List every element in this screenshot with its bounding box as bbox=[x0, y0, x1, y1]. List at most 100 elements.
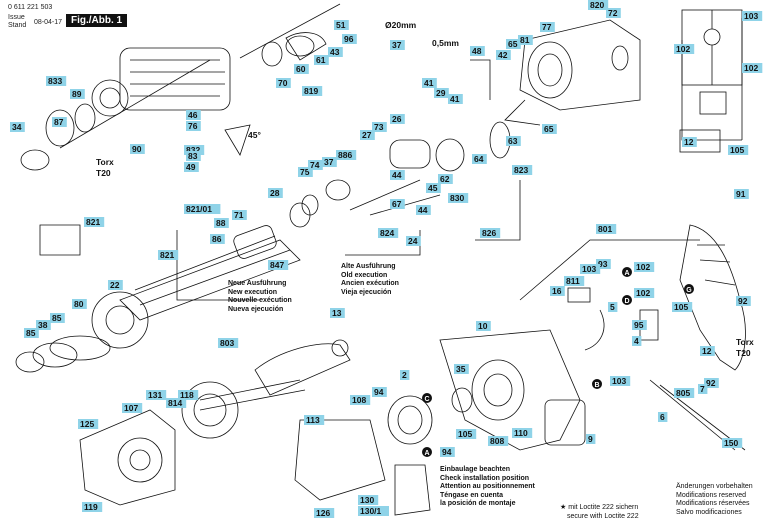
part-label-77: 77 bbox=[540, 22, 555, 32]
part-label-45a: 45 bbox=[426, 183, 441, 193]
part-label-130-1: 130/1 bbox=[358, 506, 389, 516]
svg-text:821: 821 bbox=[86, 217, 100, 227]
part-label-95: 95 bbox=[632, 320, 647, 330]
svg-text:60: 60 bbox=[296, 64, 306, 74]
part-label-27: 27 bbox=[360, 130, 375, 140]
part-label-16: 16 bbox=[550, 286, 565, 296]
part-label-48: 48 bbox=[470, 46, 485, 56]
svg-text:826: 826 bbox=[482, 228, 496, 238]
svg-text:65: 65 bbox=[508, 39, 518, 49]
svg-text:833: 833 bbox=[48, 76, 62, 86]
part-label-821b: 821 bbox=[158, 250, 179, 260]
svg-text:821: 821 bbox=[160, 250, 174, 260]
torx-size-right: T20 bbox=[736, 348, 751, 358]
part-label-76: 76 bbox=[186, 121, 201, 131]
svg-text:819: 819 bbox=[304, 86, 318, 96]
part-label-93: 93 bbox=[596, 259, 611, 269]
svg-text:29: 29 bbox=[436, 88, 446, 98]
svg-text:814: 814 bbox=[168, 398, 182, 408]
svg-text:24: 24 bbox=[408, 236, 418, 246]
svg-text:43: 43 bbox=[330, 47, 340, 57]
part-label-118: 118 bbox=[178, 390, 199, 400]
part-label-4: 4 bbox=[632, 336, 642, 346]
svg-text:74: 74 bbox=[310, 160, 320, 170]
part-label-60: 60 bbox=[294, 64, 309, 74]
svg-text:27: 27 bbox=[362, 130, 372, 140]
part-label-821-01: 821/01 bbox=[184, 204, 221, 214]
svg-text:80: 80 bbox=[74, 299, 84, 309]
part-label-886: 886 bbox=[336, 150, 357, 160]
svg-text:824: 824 bbox=[380, 228, 394, 238]
issue-label: Issue bbox=[8, 14, 25, 21]
svg-text:126: 126 bbox=[316, 508, 330, 518]
svg-text:808: 808 bbox=[490, 436, 504, 446]
svg-text:12: 12 bbox=[684, 137, 694, 147]
part-label-35: 35 bbox=[454, 364, 469, 374]
svg-text:83: 83 bbox=[188, 151, 198, 161]
svg-text:73: 73 bbox=[374, 122, 384, 132]
drawing-lines bbox=[15, 3, 746, 516]
svg-text:10: 10 bbox=[478, 321, 488, 331]
svg-text:48: 48 bbox=[472, 46, 482, 56]
svg-text:118: 118 bbox=[180, 390, 194, 400]
svg-text:71: 71 bbox=[234, 210, 244, 220]
svg-text:805: 805 bbox=[676, 388, 690, 398]
part-label-2: 2 bbox=[400, 370, 410, 380]
part-label-44a: 44 bbox=[390, 170, 405, 180]
part-label-81: 81 bbox=[518, 35, 533, 45]
part-label-85a: 85 bbox=[50, 313, 65, 323]
part-label-94a: 94 bbox=[372, 387, 387, 397]
part-label-105b: 105 bbox=[672, 302, 693, 312]
svg-text:34: 34 bbox=[12, 122, 22, 132]
svg-text:49: 49 bbox=[186, 162, 196, 172]
part-label-108: 108 bbox=[350, 395, 371, 405]
part-label-80: 80 bbox=[72, 299, 87, 309]
letter-marker-b-4: B bbox=[592, 379, 602, 389]
svg-text:103: 103 bbox=[612, 376, 626, 386]
part-label-820: 820 bbox=[588, 0, 609, 10]
part-label-64: 64 bbox=[472, 154, 487, 164]
part-label-105c: 105 bbox=[728, 145, 749, 155]
part-label-88: 88 bbox=[214, 218, 229, 228]
svg-text:91: 91 bbox=[736, 189, 746, 199]
svg-text:62: 62 bbox=[440, 174, 450, 184]
part-label-814: 814 bbox=[166, 398, 187, 408]
svg-text:103: 103 bbox=[582, 264, 596, 274]
part-label-96: 96 bbox=[342, 34, 357, 44]
svg-text:67: 67 bbox=[392, 199, 402, 209]
svg-text:96: 96 bbox=[344, 34, 354, 44]
part-label-43: 43 bbox=[328, 47, 343, 57]
svg-text:119: 119 bbox=[84, 502, 98, 512]
svg-text:92: 92 bbox=[738, 296, 748, 306]
svg-text:85: 85 bbox=[26, 328, 36, 338]
part-label-92b: 92 bbox=[704, 378, 719, 388]
svg-text:801: 801 bbox=[598, 224, 612, 234]
part-label-65a: 65 bbox=[506, 39, 521, 49]
part-label-71: 71 bbox=[232, 210, 247, 220]
stand-label: Stand bbox=[8, 22, 27, 29]
svg-text:7: 7 bbox=[700, 384, 705, 394]
part-label-26: 26 bbox=[390, 114, 405, 124]
svg-text:93: 93 bbox=[598, 259, 608, 269]
svg-text:16: 16 bbox=[552, 286, 562, 296]
svg-text:41: 41 bbox=[450, 94, 460, 104]
svg-text:803: 803 bbox=[220, 338, 234, 348]
part-label-75: 75 bbox=[298, 167, 313, 177]
part-label-87: 87 bbox=[52, 117, 67, 127]
part-label-63: 63 bbox=[506, 136, 521, 146]
svg-text:94: 94 bbox=[442, 447, 452, 457]
part-label-832: 832 bbox=[184, 145, 205, 155]
part-label-103b: 103 bbox=[610, 376, 631, 386]
part-label-107: 107 bbox=[122, 403, 143, 413]
part-label-65b: 65 bbox=[542, 124, 557, 134]
part-label-72: 72 bbox=[606, 8, 621, 18]
svg-text:92: 92 bbox=[706, 378, 716, 388]
part-label-103a: 103 bbox=[580, 264, 601, 274]
svg-text:90: 90 bbox=[132, 144, 142, 154]
svg-text:51: 51 bbox=[336, 20, 346, 30]
